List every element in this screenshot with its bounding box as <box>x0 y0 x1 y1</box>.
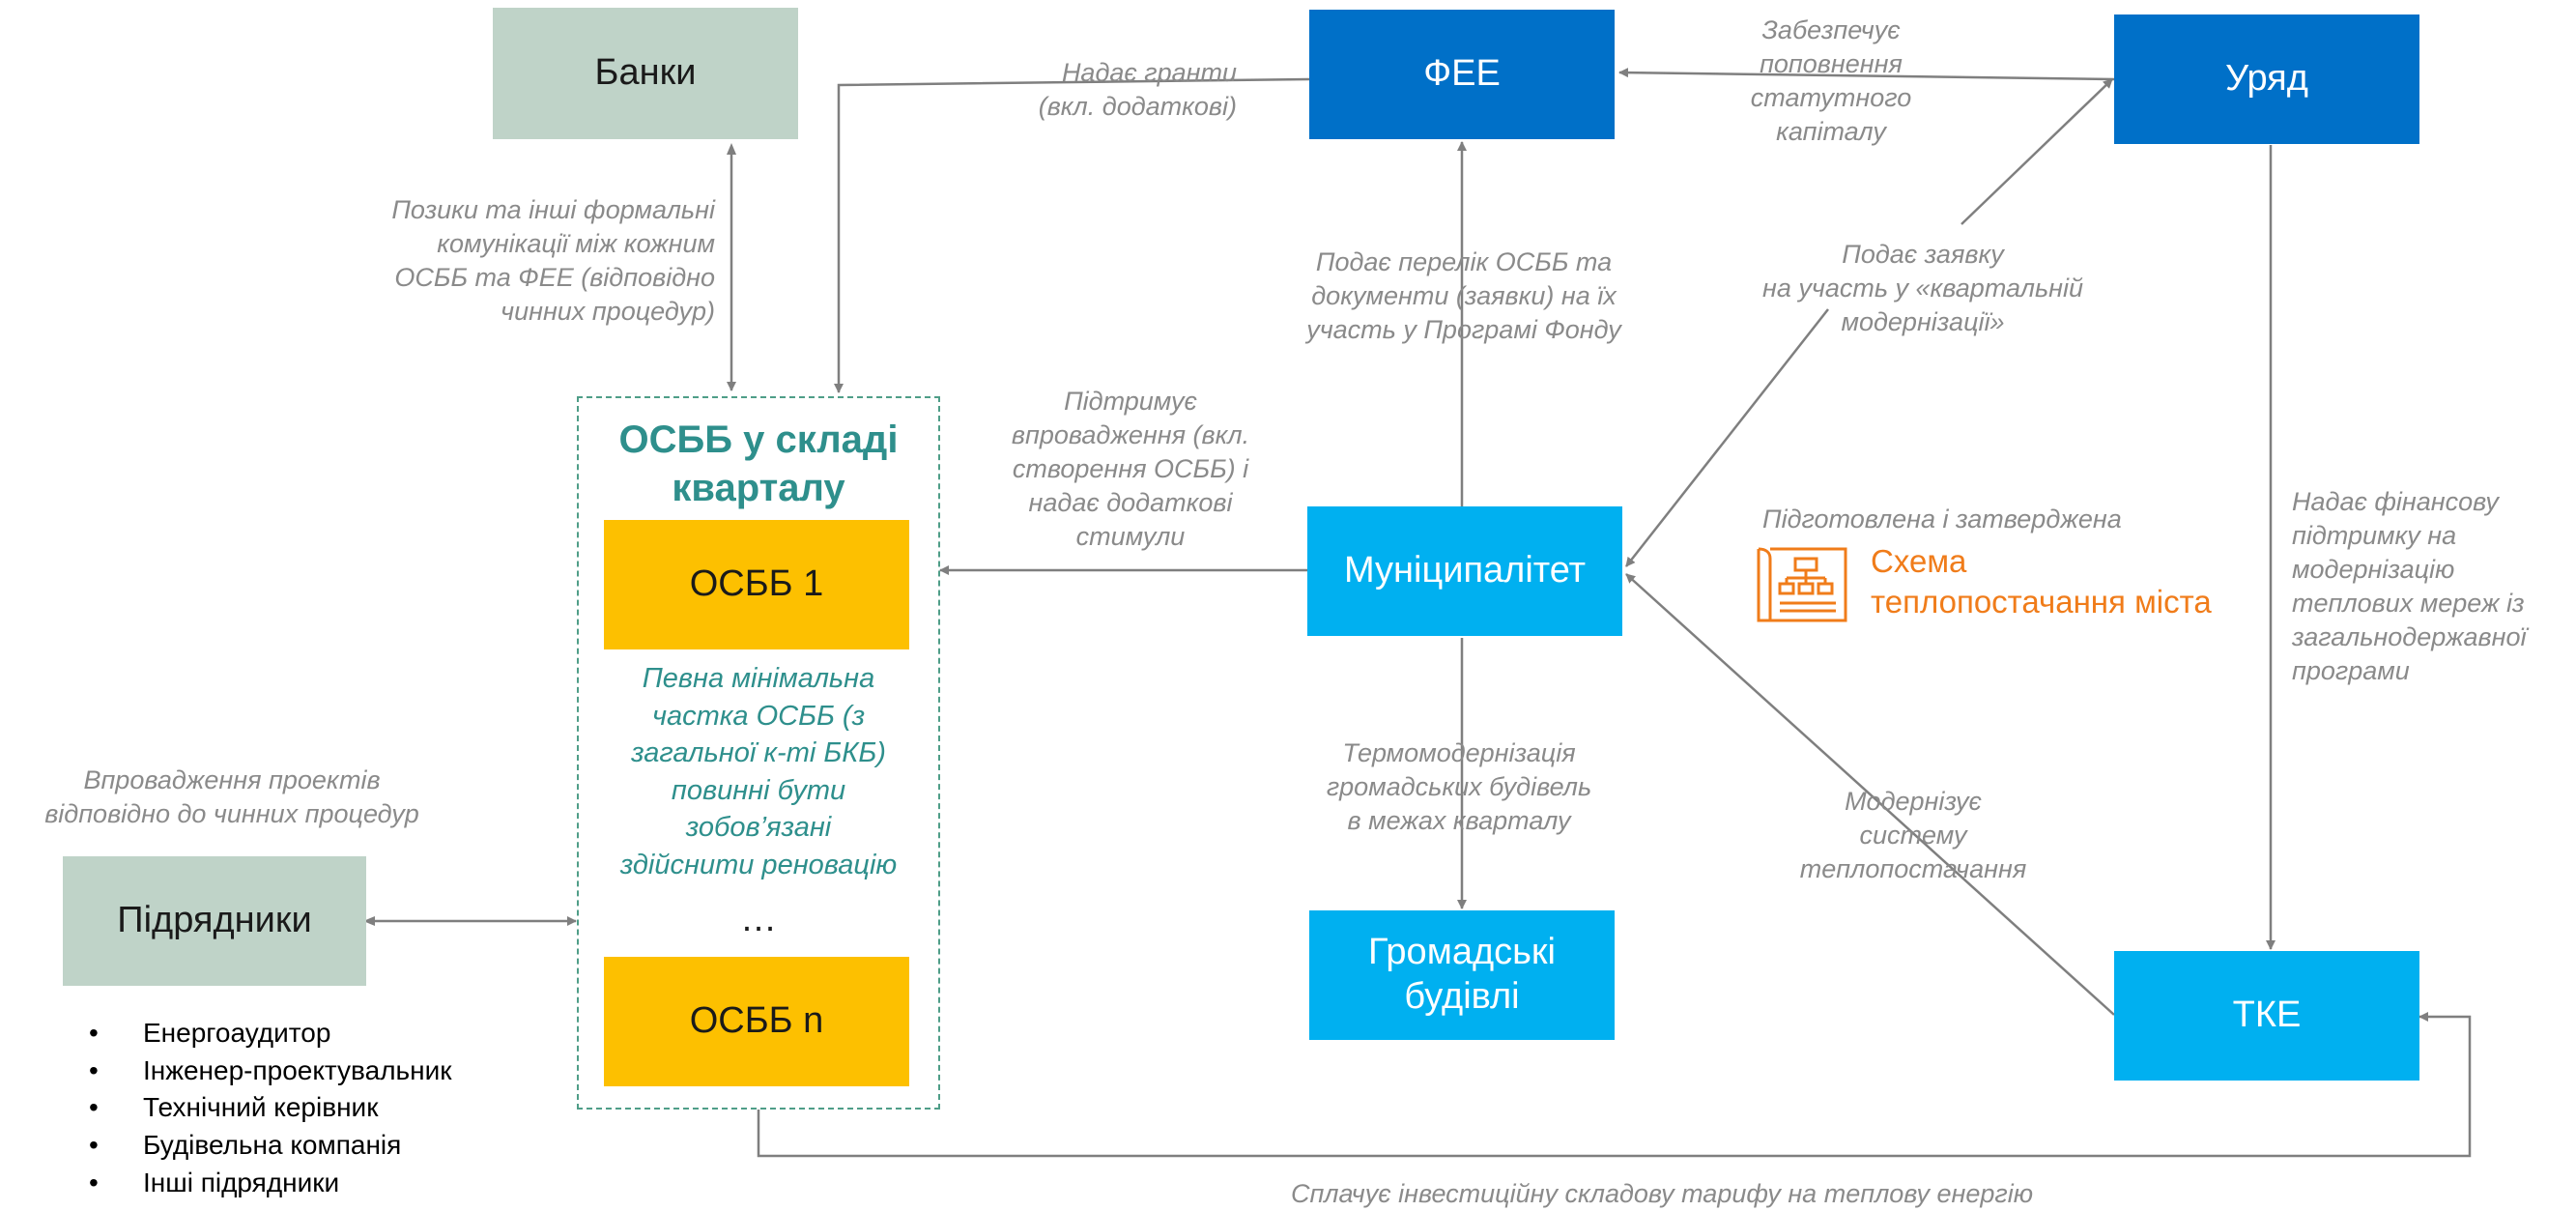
list-item: Технічний керівник <box>89 1089 451 1127</box>
public-buildings-label: Громадські будівлі <box>1367 932 1556 1017</box>
arrow-municipality-to-government <box>1961 78 2113 225</box>
list-item: Будівельна компанія <box>89 1127 451 1165</box>
arrow-tke-to-municipality <box>1625 573 2115 1016</box>
osbb-1-node: ОСББ 1 <box>604 520 909 649</box>
contractor-roles-list: Енергоаудитор Інженер-проектувальник Тех… <box>89 1015 451 1201</box>
municipality-label: Муніципалітет <box>1343 550 1587 591</box>
arrow-government-to-fee <box>1618 68 2115 81</box>
prepared-label: Підготовлена і затверджена <box>1762 505 2122 533</box>
fee-label: ФЕЕ <box>1423 53 1501 95</box>
pays-label: Сплачує інвестиційну складову тарифу на … <box>1290 1179 2034 1208</box>
tke-label: ТКЕ <box>2232 995 2302 1036</box>
osbb-ellipsis: … <box>740 899 777 939</box>
heat-supply-scheme-label: Схема теплопостачання міста <box>1871 543 2212 620</box>
arrow-fee-to-osbb <box>834 77 1310 393</box>
osbb-requirement-note: Певна мінімальна частка ОСББ (з загально… <box>619 663 898 880</box>
osbb-n-label: ОСББ n <box>689 1000 824 1042</box>
osbb-n-node: ОСББ n <box>604 957 909 1086</box>
government-label: Уряд <box>2225 58 2308 100</box>
implementation-label: Впровадження проектів відповідно до чинн… <box>44 765 419 829</box>
grants-label: Надає гранти (вкл. додаткові) <box>1038 58 1237 122</box>
submits-list-label: Подає перелік ОСББ та документи (заявки)… <box>1306 247 1621 345</box>
list-item: Інші підрядники <box>89 1165 451 1202</box>
list-item: Інженер-проектувальник <box>89 1052 451 1090</box>
thermo-label: Термомодернізація громадських будівель в… <box>1326 738 1592 836</box>
arrow-osbb-to-tke <box>757 1012 2472 1158</box>
banks-node: Банки <box>493 8 798 139</box>
list-item: Енергоаудитор <box>89 1015 451 1052</box>
loans-label: Позики та інші формальні комунікації між… <box>391 195 715 327</box>
supports-label: Підтримує впровадження (вкл. створення О… <box>1011 387 1250 552</box>
osbb-1-label: ОСББ 1 <box>689 563 824 605</box>
arrow-applies-to-municipality <box>1625 308 1829 567</box>
osbb-group-frame <box>577 396 940 1110</box>
arrowhead-contractors <box>363 916 375 926</box>
arrowhead-banks <box>727 143 736 155</box>
contractors-label: Підрядники <box>117 900 312 941</box>
blueprint-icon <box>1757 547 1847 622</box>
capital-label: Забезпечує поповнення статутного капітал… <box>1750 15 1912 147</box>
banks-label: Банки <box>594 52 697 94</box>
financial-support-label: Надає фінансову підтримку на модернізаці… <box>2292 487 2527 686</box>
modernizes-label: Модернізує систему теплопостачання <box>1799 787 2027 884</box>
contractors-node: Підрядники <box>63 856 366 986</box>
government-node: Уряд <box>2114 14 2419 144</box>
applies-label: Подає заявку на участь у «квартальній мо… <box>1761 240 2084 337</box>
osbb-group-title: ОСББ у складі кварталу <box>618 418 899 509</box>
municipality-node: Муніципалітет <box>1307 506 1622 636</box>
public-buildings-node: Громадські будівлі <box>1309 910 1615 1040</box>
fee-node: ФЕЕ <box>1309 10 1615 139</box>
tke-node: ТКЕ <box>2114 951 2419 1081</box>
